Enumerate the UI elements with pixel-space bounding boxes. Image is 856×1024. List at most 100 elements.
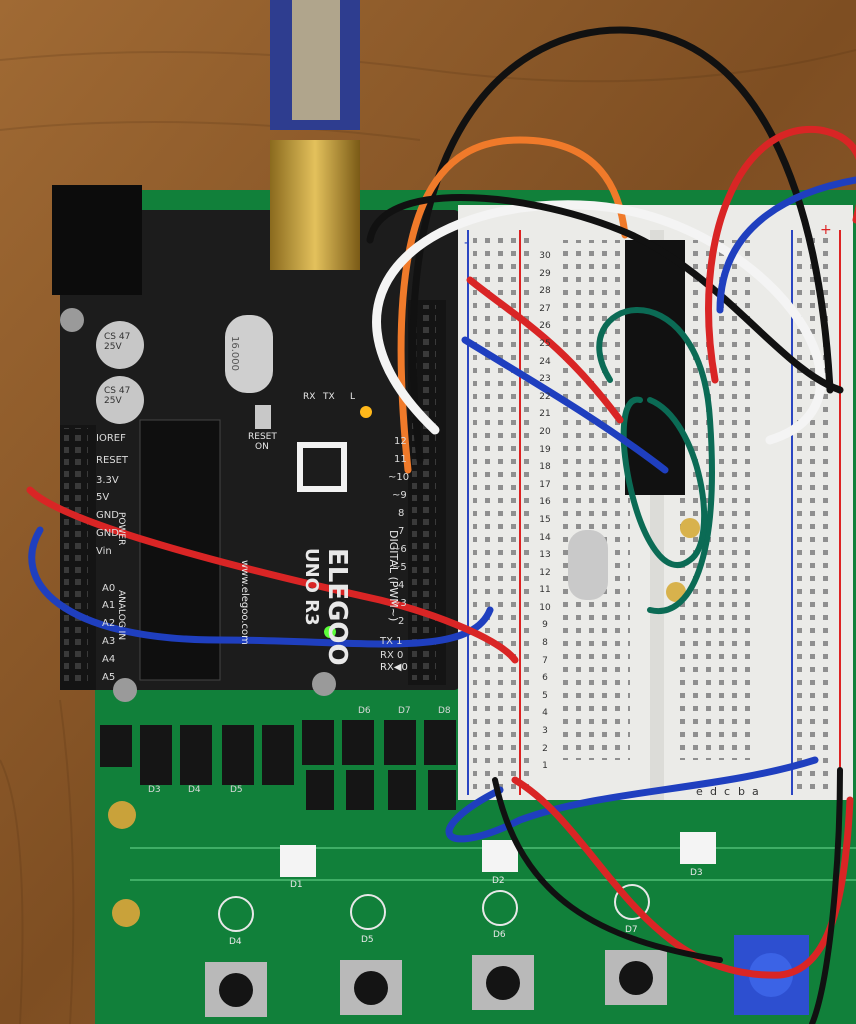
row-number: 1 (542, 761, 548, 772)
led-label-d4: D4 (229, 937, 242, 947)
row-number: 14 (539, 532, 551, 543)
row-number: 11 (539, 585, 551, 596)
wire-orange (397, 136, 629, 474)
column-letter: b (738, 785, 745, 798)
wire-green-1 (596, 307, 715, 615)
digital-pin-label: 11 (394, 454, 407, 465)
digital-pin-label: 7 (398, 526, 405, 537)
dc-power-jack (52, 185, 142, 295)
wire-blue-left (28, 526, 494, 648)
wire-blue-top (716, 176, 856, 314)
brand-line1: ELEGOO (322, 548, 352, 666)
reset-label: RESET (248, 432, 277, 442)
column-letter: c (724, 785, 731, 798)
breadboard-row-numbers: 30 29 28 27 26 25 24 23 22 21 20 19 18 1… (534, 248, 556, 776)
analog-pin-label: A0 (102, 583, 116, 594)
capacitor-label-1: CS 47 25V (104, 332, 131, 352)
pin-label: 3.3V (96, 475, 119, 486)
row-number: 18 (539, 462, 551, 473)
row-number: 29 (539, 268, 551, 279)
pin-label: GND (96, 528, 119, 539)
mounting-hole (108, 801, 136, 829)
ceramic-capacitor (680, 518, 700, 538)
digital-pin-label: 2 (398, 616, 405, 627)
digital-pin-label: 8 (398, 508, 405, 519)
mounting-hole (112, 899, 140, 927)
ic-chip (625, 240, 685, 495)
capacitor (96, 376, 144, 424)
pin-label: 5V (96, 492, 110, 503)
pin-label: Vin (96, 546, 112, 557)
tx-label: TX (323, 392, 335, 402)
led-label-d3: D3 (690, 868, 703, 878)
digital-pin-label: ~3 (392, 598, 407, 609)
usb-connector (270, 140, 360, 270)
header-label: D3 (148, 785, 161, 795)
wire-black-mid (366, 194, 844, 394)
rail-minus-label: - (464, 235, 470, 251)
digital-pin-label: 12 (394, 436, 407, 447)
reset-on-label: ON (255, 442, 269, 452)
rx-arrow-label: RX◀0 (380, 662, 408, 673)
analog-pin-label: A2 (102, 618, 116, 629)
digital-pin-label: ~6 (392, 544, 407, 555)
l-label: L (350, 392, 356, 402)
wire-black-bottom (492, 777, 723, 963)
row-number: 24 (539, 356, 551, 367)
ceramic-capacitor (666, 582, 686, 602)
wire-green-2 (620, 396, 708, 568)
wire-black-right (809, 767, 843, 1024)
row-number: 2 (542, 743, 548, 754)
analog-label: ANALOG IN (116, 590, 126, 641)
row-number: 16 (539, 497, 551, 508)
wire-red-top (705, 125, 856, 384)
pin-label: IOREF (96, 433, 126, 444)
capacitor (96, 321, 144, 369)
led-label-d6: D6 (493, 930, 506, 940)
led-footprint-d5 (350, 894, 386, 930)
row-number: 19 (539, 444, 551, 455)
led-label-d5: D5 (361, 935, 374, 945)
pin-label: RESET (96, 455, 129, 466)
row-number: 22 (539, 391, 551, 402)
wire-blue-chip (461, 336, 669, 474)
wire-red-bottom (511, 776, 854, 979)
digital-pin-label: 4 (398, 580, 405, 591)
analog-pin-label: A3 (102, 636, 116, 647)
header-label: D6 (358, 706, 371, 716)
led-label-d2: D2 (492, 876, 505, 886)
digital-pin-label: ~10 (388, 472, 410, 483)
power-led (324, 626, 336, 638)
board-screw (113, 678, 137, 702)
digital-pin-label: RX 0 (380, 650, 404, 661)
row-number: 7 (542, 655, 548, 666)
row-number: 23 (539, 374, 551, 385)
row-number: 5 (542, 690, 548, 701)
header-label: D4 (188, 785, 201, 795)
push-buttons[interactable] (205, 950, 667, 1017)
digital-pin-label: ~9 (392, 490, 407, 501)
digital-pin-label: TX 1 (380, 636, 403, 647)
elegoo-logo (297, 442, 347, 492)
rx-label: RX (303, 392, 316, 402)
header-label: D5 (230, 785, 243, 795)
brand-line2: UNO R3 (301, 548, 322, 626)
board-screw (312, 672, 336, 696)
digital-pin-label: ~5 (392, 562, 407, 573)
row-number: 25 (539, 338, 551, 349)
row-number: 15 (539, 514, 551, 525)
row-number: 12 (539, 567, 551, 578)
analog-pin-label: A1 (102, 600, 116, 611)
board-screw (60, 308, 84, 332)
reset-button[interactable] (255, 405, 271, 429)
breadboard-crystal (568, 530, 608, 600)
led-label-d1: D1 (290, 880, 303, 890)
pin-label: GND (96, 510, 119, 521)
header-label: D8 (438, 706, 451, 716)
row-number: 3 (542, 726, 548, 737)
rgb-led-d2 (482, 840, 518, 872)
rgb-led-d3 (680, 832, 716, 864)
wire-white (372, 200, 826, 445)
row-number: 6 (542, 673, 548, 684)
column-letter: d (710, 785, 717, 798)
